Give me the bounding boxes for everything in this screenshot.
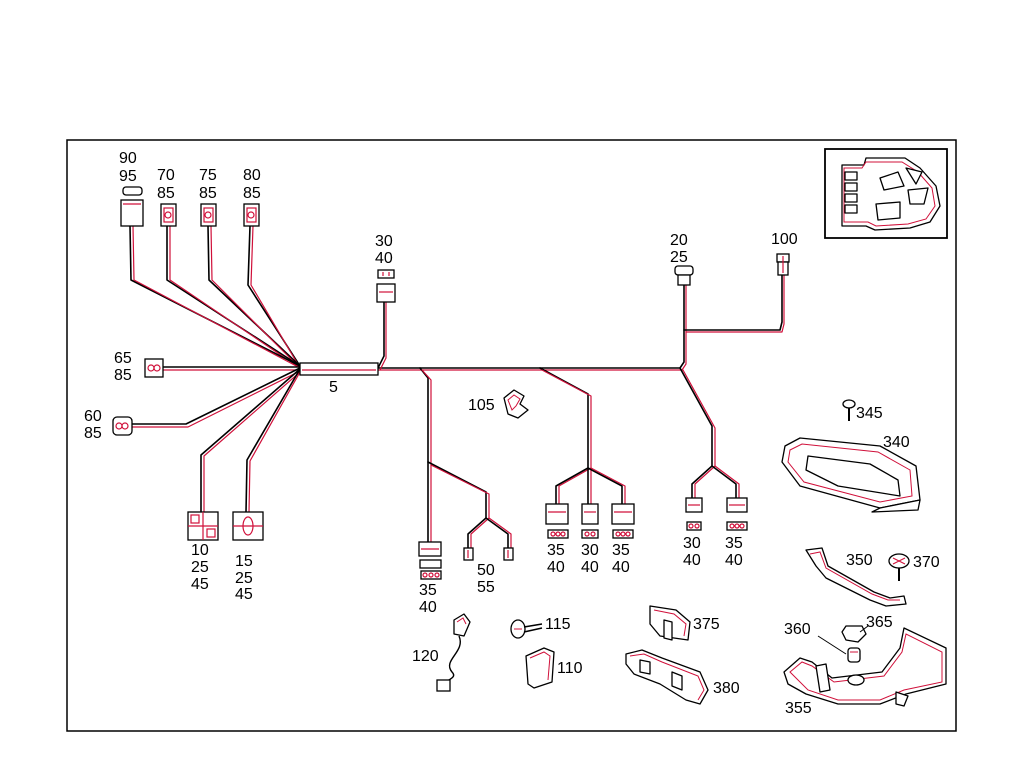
label-370: 370: [913, 554, 940, 571]
label-40: 40: [683, 552, 701, 569]
connector-30-40-mid: [581, 503, 599, 539]
label-25: 25: [191, 559, 209, 576]
label-85: 85: [199, 185, 217, 202]
screw-345: [842, 399, 856, 421]
seat-switch-inset: [824, 148, 948, 239]
label-40: 40: [725, 552, 743, 569]
label-115: 115: [545, 616, 571, 633]
label-55: 55: [477, 579, 495, 596]
label-360: 360: [784, 621, 811, 638]
screw-115: [510, 619, 543, 639]
label-40: 40: [419, 599, 437, 616]
connector-80-85: [243, 203, 260, 227]
bracket-350: [805, 547, 907, 607]
label-45: 45: [235, 586, 253, 603]
label-100: 100: [771, 231, 798, 248]
connector-65-85: [144, 358, 164, 378]
label-35: 35: [547, 542, 565, 559]
connector-35-40-b: [545, 503, 569, 539]
connector-30-40-top: [376, 269, 396, 303]
label-75: 75: [199, 167, 217, 184]
label-340: 340: [883, 434, 910, 451]
label-40: 40: [581, 559, 599, 576]
label-85: 85: [114, 367, 132, 384]
nut-365: [841, 625, 867, 663]
connector-35-40-right: [726, 497, 748, 531]
label-15: 15: [235, 553, 253, 570]
label-35: 35: [612, 542, 630, 559]
label-25: 25: [670, 249, 688, 266]
label-50: 50: [477, 562, 495, 579]
label-80: 80: [243, 167, 261, 184]
label-70: 70: [157, 167, 175, 184]
connector-90-95: [120, 186, 144, 227]
connector-10-25-45: [187, 511, 219, 541]
connector-100: [776, 253, 790, 276]
label-35: 35: [725, 535, 743, 552]
label-45: 45: [191, 576, 209, 593]
base-plate-355: [783, 627, 947, 707]
label-40: 40: [612, 559, 630, 576]
label-85: 85: [157, 185, 175, 202]
cover-110: [525, 647, 555, 689]
harness-wires: [129, 225, 785, 549]
leader-lines: [817, 625, 869, 655]
label-35: 35: [419, 582, 437, 599]
label-110: 110: [557, 660, 583, 677]
connector-20-25: [674, 265, 694, 286]
harness-sleeve-5: [299, 362, 379, 376]
connector-50-55: [463, 547, 514, 561]
connector-70-85: [160, 203, 177, 227]
connector-35-40-c: [611, 503, 635, 539]
label-365: 365: [866, 614, 893, 631]
label-95: 95: [119, 168, 137, 185]
connector-30-40-right: [685, 497, 703, 531]
label-85: 85: [84, 425, 102, 442]
holder-380: [625, 649, 709, 705]
part-number-labels: 90 95 70 85 75 85 80 85 30 40 20 25 100 …: [84, 150, 940, 717]
screw-370: [888, 553, 910, 581]
label-10: 10: [191, 542, 209, 559]
label-355: 355: [785, 700, 812, 717]
label-375: 375: [693, 616, 720, 633]
label-380: 380: [713, 680, 740, 697]
connector-35-40-a: [418, 541, 442, 580]
label-25: 25: [235, 570, 253, 587]
label-120: 120: [412, 648, 439, 665]
connector-60-85: [112, 416, 133, 436]
diagram-frame: [66, 139, 957, 732]
connector-75-85: [200, 203, 217, 227]
label-105: 105: [468, 397, 495, 414]
sensor-120: [436, 613, 471, 692]
label-345: 345: [856, 405, 883, 422]
label-350: 350: [846, 552, 873, 569]
label-30: 30: [581, 542, 599, 559]
label-65: 65: [114, 350, 132, 367]
clip-105: [503, 389, 529, 419]
label-40: 40: [547, 559, 565, 576]
label-5: 5: [329, 379, 338, 396]
label-60: 60: [84, 408, 102, 425]
label-20: 20: [670, 232, 688, 249]
control-module-340: [781, 437, 921, 513]
label-85: 85: [243, 185, 261, 202]
label-90: 90: [119, 150, 137, 167]
label-30: 30: [375, 233, 393, 250]
label-30: 30: [683, 535, 701, 552]
label-40: 40: [375, 250, 393, 267]
relay-375: [649, 605, 691, 641]
connector-15-25-45: [232, 511, 264, 541]
